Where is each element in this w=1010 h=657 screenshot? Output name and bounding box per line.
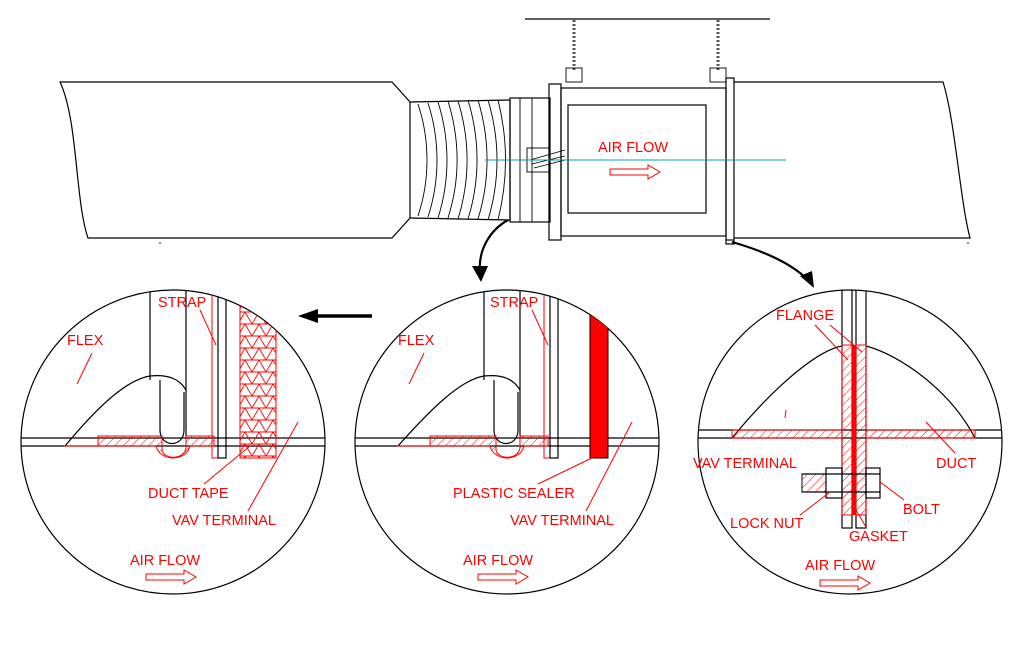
air-flow-label: AIR FLOW <box>130 553 200 569</box>
air-flow-arrow-icon <box>477 569 529 585</box>
upstream-duct <box>59 81 411 239</box>
flange <box>855 344 867 516</box>
vav-terminal-label: VAV TERMINAL <box>693 456 797 472</box>
air-flow-arrow-icon <box>609 164 661 180</box>
detail-circle <box>20 289 326 595</box>
air-flow-arrow-icon <box>145 569 197 585</box>
vav-terminal-box <box>548 77 735 245</box>
top-assembly: AIR FLOW <box>59 18 971 323</box>
detail-circle <box>697 289 1003 595</box>
air-flow-label: AIR FLOW <box>463 553 533 569</box>
bolt-label: BOLT <box>903 502 940 518</box>
arrow-icon <box>298 309 372 323</box>
detail-duct-tape: FLEX STRAP DUCT TAPE VAV TERMINAL AIR FL… <box>20 289 326 595</box>
arrow-icon <box>472 219 509 282</box>
detail-circle <box>354 289 660 595</box>
strap <box>211 290 219 459</box>
flex-label: FLEX <box>67 333 104 349</box>
detail-plastic-sealer: FLEX STRAP PLASTIC SEALER VAV TERMINAL A… <box>354 289 660 595</box>
duct-tape-label: DUCT TAPE <box>148 486 229 502</box>
strap-label: STRAP <box>490 295 538 311</box>
arrow-icon <box>731 240 814 288</box>
vav-terminal-label: VAV TERMINAL <box>172 513 276 529</box>
strap <box>543 290 551 459</box>
downstream-duct <box>734 81 971 239</box>
vav-terminal-label: VAV TERMINAL <box>510 513 614 529</box>
bolt <box>801 467 881 499</box>
air-flow-arrow-icon <box>819 575 871 591</box>
plastic-sealer-label: PLASTIC SEALER <box>453 486 575 502</box>
duct-tape <box>239 290 277 459</box>
top-air-flow-label: AIR FLOW <box>598 140 668 156</box>
flange <box>841 344 853 516</box>
lock-nut-label: LOCK NUT <box>730 516 803 532</box>
flex-label: FLEX <box>398 333 435 349</box>
duct-label: DUCT <box>936 456 976 472</box>
plastic-sealer <box>589 309 609 459</box>
hanger-rod-left <box>565 20 583 83</box>
strap-label: STRAP <box>158 295 206 311</box>
gasket-label: GASKET <box>849 529 908 545</box>
flange-label: FLANGE <box>776 308 834 324</box>
air-flow-label: AIR FLOW <box>805 558 875 574</box>
hanger-rod-right <box>709 20 727 83</box>
gasket <box>852 345 856 515</box>
detail-flange: FLANGE VAV TERMINAL DUCT BOLT LOCK NUT G… <box>693 289 1003 595</box>
